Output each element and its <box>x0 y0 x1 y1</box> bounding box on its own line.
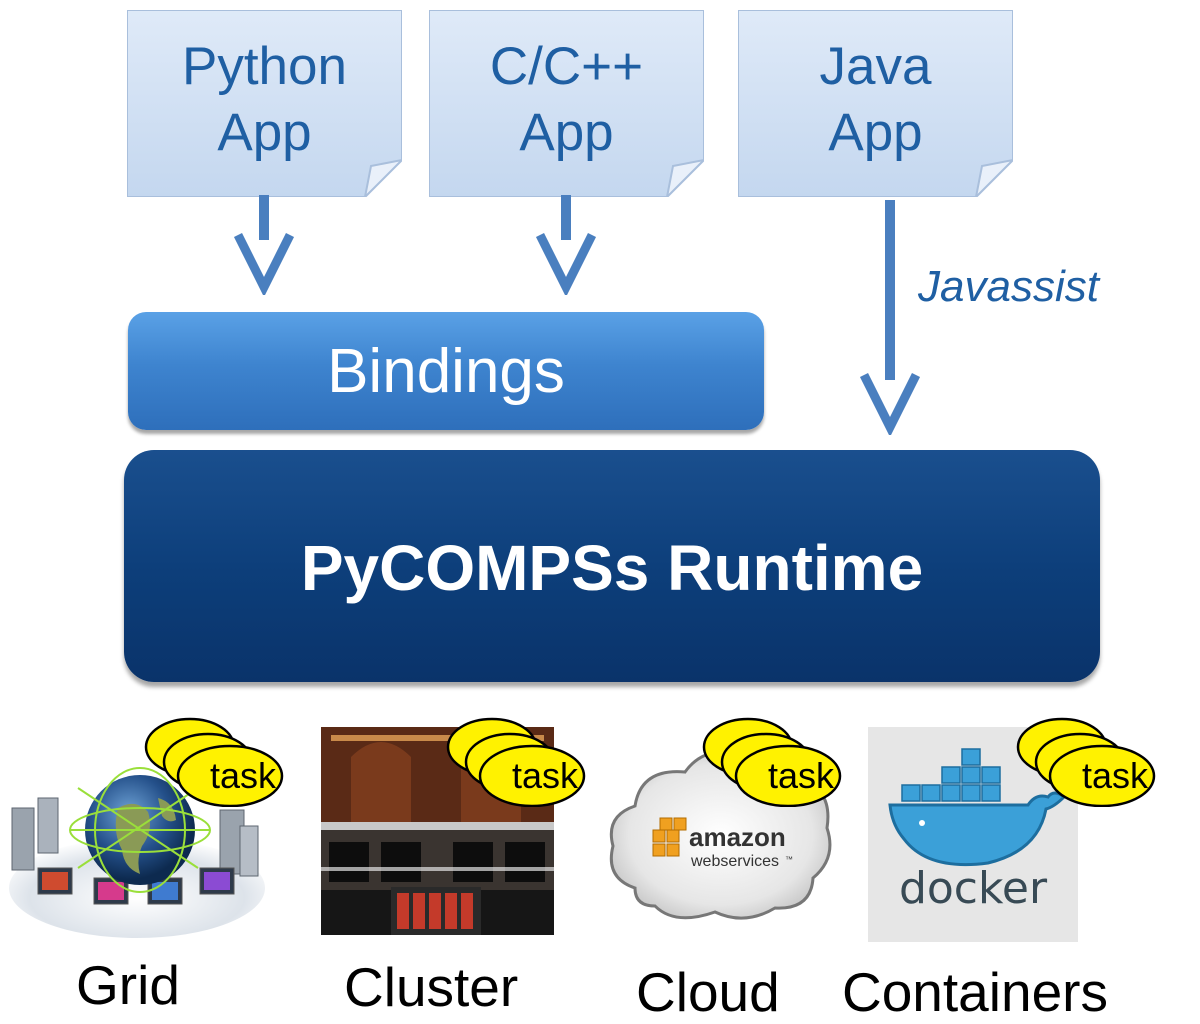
note-shape <box>429 10 704 197</box>
app-name: Java <box>819 37 932 96</box>
runtime-layer: PyCOMPSs Runtime <box>124 450 1100 682</box>
grid-caption: Grid <box>76 954 180 1016</box>
grid-tasks: task <box>138 712 288 807</box>
cpp-to-bindings-arrow <box>535 195 597 295</box>
task-label: task <box>210 755 277 796</box>
task-label: task <box>768 755 835 796</box>
cloud-caption: Cloud <box>636 961 780 1023</box>
bindings-layer: Bindings <box>128 312 764 430</box>
grid-image <box>9 767 265 938</box>
app-word: App <box>519 103 614 162</box>
aws-logo-subtext: webservices <box>690 853 779 870</box>
runtime-label: PyCOMPSs Runtime <box>300 532 924 604</box>
python-to-bindings-arrow <box>233 195 295 295</box>
trademark-symbol: ™ <box>785 855 793 864</box>
java-to-runtime-arrow <box>859 200 921 435</box>
cpp-app-note: C/C++ App <box>429 10 704 197</box>
task-label: task <box>1082 755 1149 796</box>
app-label: C/C++ App <box>429 34 704 166</box>
containers-tasks: task <box>1010 712 1160 807</box>
cluster-tasks: task <box>440 712 590 807</box>
app-name: C/C++ <box>489 37 644 96</box>
app-name: Python <box>181 37 347 96</box>
python-app-note: Python App <box>127 10 402 197</box>
task-label: task <box>512 755 579 796</box>
app-label: Java App <box>738 34 1013 166</box>
app-word: App <box>217 103 312 162</box>
app-word: App <box>828 103 923 162</box>
note-shape <box>127 10 402 197</box>
containers-caption: Containers <box>842 961 1108 1023</box>
amazon-logo-text: amazon <box>689 822 786 852</box>
app-label: Python App <box>127 34 402 166</box>
bindings-label: Bindings <box>327 337 565 406</box>
docker-logo-text: docker <box>899 863 1048 914</box>
cloud-tasks: task <box>696 712 846 807</box>
javassist-label: Javassist <box>918 262 1099 311</box>
note-shape <box>738 10 1013 197</box>
cluster-caption: Cluster <box>344 956 519 1018</box>
java-app-note: Java App <box>738 10 1013 197</box>
